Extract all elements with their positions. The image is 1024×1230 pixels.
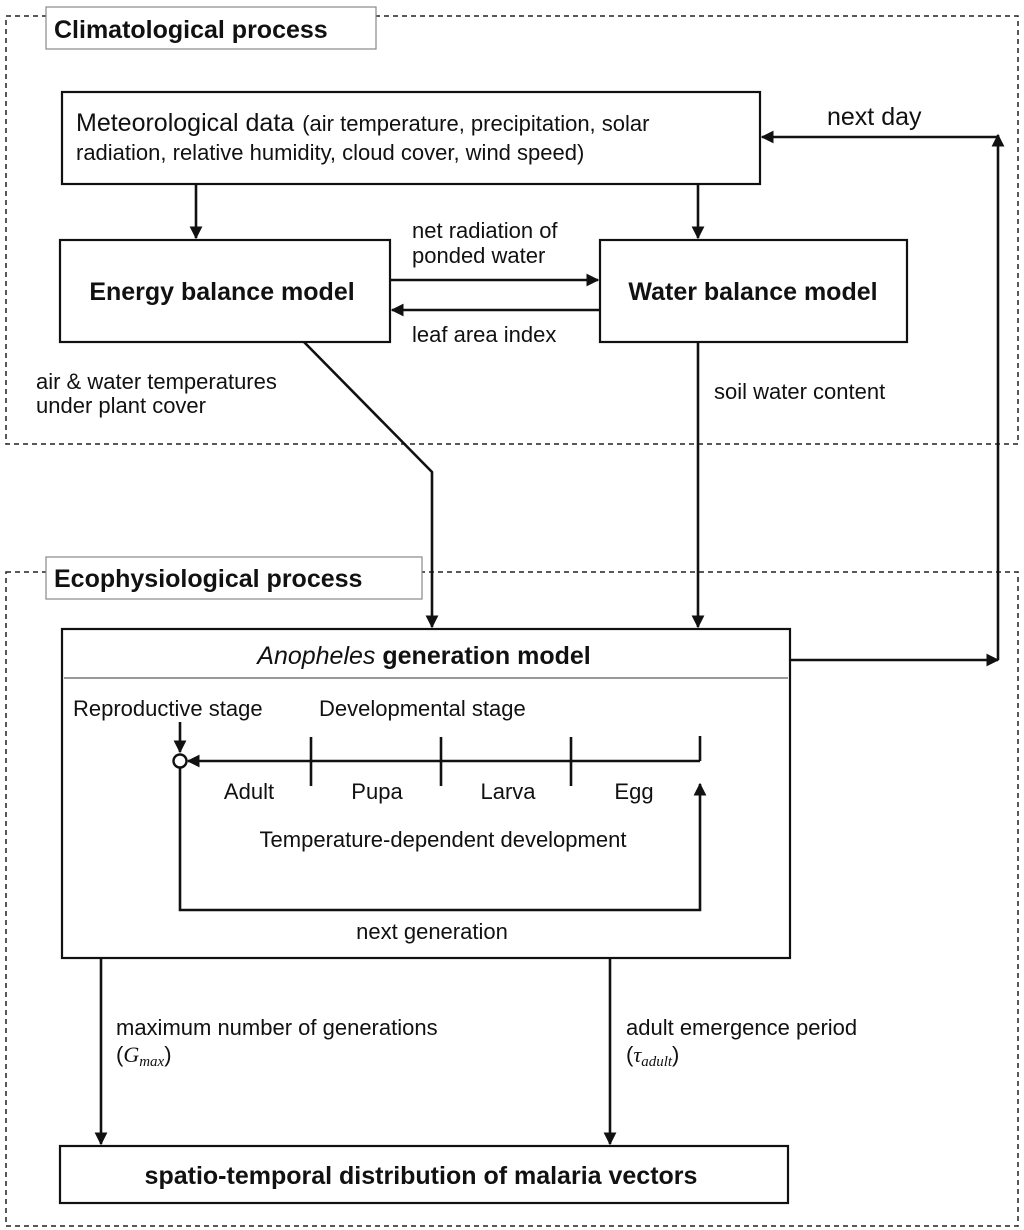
anopheles-generation-model-box — [60, 627, 792, 960]
ecophysiological-section-title: Ecophysiological process — [54, 565, 362, 593]
meteorological-data-label: Meteorological data (air temperature, pre… — [76, 109, 649, 137]
tau-subscript: adult — [641, 1054, 673, 1070]
air-water-temperatures-label-1: air & water temperatures — [36, 369, 277, 394]
gmax-symbol: G — [123, 1042, 139, 1067]
stage-egg-label: Egg — [614, 779, 653, 804]
stage-larva-label: Larva — [480, 779, 536, 804]
tau-symbol: τ — [633, 1042, 642, 1067]
meteorological-data-box — [60, 90, 762, 186]
anopheles-italic-label: Anopheles — [255, 642, 375, 670]
temperature-dependent-label: Temperature-dependent development — [260, 827, 627, 852]
water-balance-box — [598, 238, 909, 344]
gmax-formula: (Gmax) — [116, 1042, 172, 1070]
meteorological-data-main: Meteorological data — [76, 109, 294, 137]
climatological-title-box — [45, 6, 377, 50]
anopheles-generation-model-title: Anopheles generation model — [255, 642, 590, 670]
next-generation-label: next generation — [356, 919, 508, 944]
reproduction-node — [172, 753, 188, 769]
max-generations-label: maximum number of generations — [116, 1015, 438, 1040]
ecophysiological-title-box — [45, 556, 423, 600]
climatological-section-title: Climatological process — [54, 16, 328, 44]
gmax-subscript: max — [139, 1054, 164, 1070]
next-generation-loop-arrow — [178, 768, 707, 912]
generation-model-label: generation model — [375, 642, 590, 670]
distribution-box — [58, 1144, 790, 1205]
climatological-section-frame — [5, 15, 1019, 445]
water-balance-label: Water balance model — [628, 278, 877, 306]
next-day-label: next day — [827, 103, 922, 131]
emergence-period-label: adult emergence period — [626, 1015, 857, 1040]
reproductive-stage-label: Reproductive stage — [73, 696, 263, 721]
meteorological-data-detail-line-2: radiation, relative humidity, cloud cove… — [76, 140, 584, 165]
energy-balance-label: Energy balance model — [89, 278, 354, 306]
tau-adult-formula: (τadult) — [626, 1042, 679, 1070]
stage-pupa-label: Pupa — [351, 779, 403, 804]
energy-balance-box — [58, 238, 392, 344]
air-water-temperatures-arrow — [303, 341, 439, 629]
leaf-area-index-label: leaf area index — [412, 322, 556, 347]
net-radiation-label-2: ponded water — [412, 243, 545, 268]
air-water-temperatures-label-2: under plant cover — [36, 393, 206, 418]
soil-water-content-label: soil water content — [714, 379, 885, 404]
developmental-stage-label: Developmental stage — [319, 696, 526, 721]
ecophysiological-section-frame — [5, 571, 1019, 1227]
distribution-label: spatio-temporal distribution of malaria … — [145, 1162, 698, 1190]
meteorological-data-detail-line-1: (air temperature, precipitation, solar — [302, 111, 649, 136]
stage-adult-label: Adult — [224, 779, 274, 804]
net-radiation-label-1: net radiation of — [412, 218, 558, 243]
